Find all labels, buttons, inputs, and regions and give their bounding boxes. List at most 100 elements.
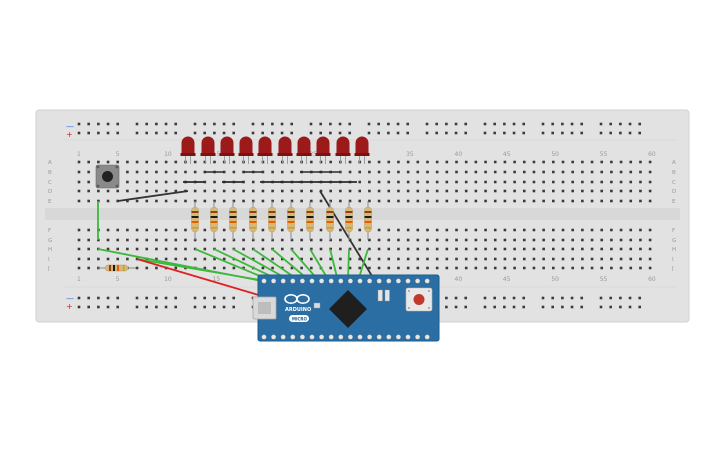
breadboard-hole: [416, 170, 420, 174]
breadboard-hole: [426, 247, 429, 251]
rail-hole: [512, 131, 516, 135]
led: [180, 136, 196, 164]
arduino-micro[interactable]: ARDUINO MICRO: [252, 274, 440, 342]
breadboard-hole: [280, 238, 284, 242]
breadboard-hole: [106, 228, 110, 232]
rail-hole: [541, 122, 545, 126]
resistor-band: [249, 221, 257, 223]
breadboard-hole: [155, 257, 158, 261]
wire-green: [136, 258, 267, 282]
led: [354, 136, 370, 164]
breadboard-hole: [474, 189, 478, 193]
breadboard-hole: [116, 257, 120, 261]
breadboard-hole: [184, 228, 187, 232]
rail-hole: [203, 296, 206, 300]
breadboard-hole: [232, 160, 236, 164]
breadboard-hole: [174, 180, 178, 184]
breadboard-hole: [193, 189, 197, 193]
rail-hole: [280, 131, 284, 135]
header-pin: [405, 278, 411, 284]
breadboard-hole: [474, 247, 478, 251]
breadboard-hole: [542, 266, 545, 270]
breadboard-hole: [464, 257, 468, 261]
rail-hole: [97, 131, 100, 135]
resistor: [364, 201, 372, 240]
breadboard-hole: [542, 170, 545, 174]
rail-hole: [561, 305, 564, 309]
breadboard-hole: [406, 266, 410, 270]
breadboard-hole: [290, 189, 294, 193]
rail-hole: [609, 131, 612, 135]
pushbutton[interactable]: [95, 164, 120, 189]
rail-hole: [106, 122, 110, 126]
header-pin: [261, 334, 267, 340]
breadboard-hole: [87, 266, 90, 270]
rail-hole: [619, 131, 622, 135]
resistor-band: [229, 221, 237, 223]
rail-hole: [512, 122, 516, 126]
rail-hole: [522, 296, 526, 300]
resistor-band: [191, 227, 199, 229]
resistor-band: [345, 221, 353, 223]
breadboard-hole: [581, 160, 584, 164]
row-letter-label: H: [672, 247, 676, 253]
breadboard-hole: [600, 238, 604, 242]
led-flange: [335, 153, 351, 156]
rail-hole: [106, 305, 110, 309]
breadboard-hole: [435, 257, 439, 261]
column-number-label: 10: [164, 276, 172, 283]
breadboard-hole: [319, 228, 323, 232]
breadboard-hole: [339, 238, 342, 242]
breadboard-hole: [542, 228, 545, 232]
rail-hole: [116, 305, 120, 309]
header-pin: [290, 278, 296, 284]
breadboard-hole: [464, 266, 468, 270]
breadboard-hole: [222, 228, 226, 232]
resistor-band: [249, 227, 257, 229]
led-flange: [200, 153, 216, 156]
rail-hole: [619, 122, 622, 126]
breadboard-hole: [135, 160, 139, 164]
rail-hole: [551, 131, 554, 135]
breadboard-hole: [503, 160, 507, 164]
breadboard-hole: [310, 238, 313, 242]
breadboard-hole: [552, 266, 555, 270]
row-letter-label: C: [48, 180, 52, 186]
rail-hole: [551, 305, 554, 309]
breadboard-hole: [435, 266, 439, 270]
rail-hole: [551, 122, 554, 126]
breadboard-hole: [619, 199, 623, 203]
rail-hole: [464, 305, 468, 309]
rail-hole: [213, 131, 216, 135]
breadboard-hole: [397, 228, 400, 232]
breadboard-hole: [358, 180, 362, 184]
rail-hole: [193, 131, 197, 135]
breadboard-hole: [619, 189, 623, 193]
row-letter-label: G: [48, 238, 52, 244]
breadboard-hole: [581, 266, 584, 270]
breadboard-hole: [416, 238, 420, 242]
breadboard-hole: [319, 247, 323, 251]
breadboard-hole: [164, 180, 168, 184]
rail-hole: [261, 122, 264, 126]
breadboard-hole: [639, 238, 642, 242]
breadboard-hole: [387, 238, 391, 242]
column-number-label: 50: [551, 276, 559, 283]
breadboard-hole: [290, 170, 294, 174]
header-pin: [357, 334, 363, 340]
resistor-band: [210, 216, 218, 218]
header-pin: [299, 278, 305, 284]
led: [277, 136, 293, 164]
rail-hole: [396, 122, 400, 126]
header-pin: [290, 334, 296, 340]
breadboard-hole: [232, 189, 236, 193]
column-number-label: 1: [77, 151, 81, 158]
resistor-band: [191, 211, 199, 213]
pushbutton-pin: [96, 165, 100, 169]
breadboard-hole: [174, 257, 178, 261]
rail-hole: [97, 122, 100, 126]
resistor-array: [191, 201, 372, 240]
resistor-band: [229, 216, 237, 218]
breadboard-hole: [135, 228, 139, 232]
